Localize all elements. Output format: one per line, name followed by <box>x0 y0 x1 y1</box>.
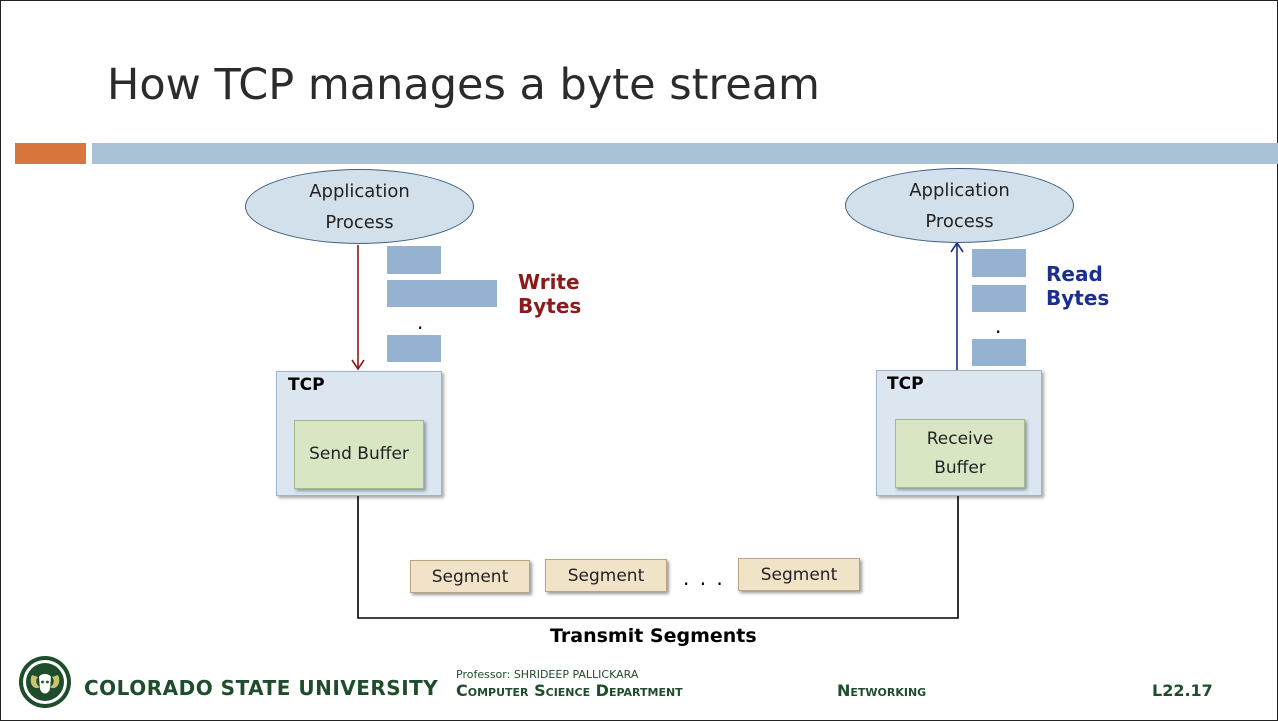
course-name: Networking <box>837 681 927 700</box>
write-bytes-line1: Write <box>518 270 580 294</box>
segment-box: Segment <box>738 558 860 591</box>
write-bytes-label: Write Bytes <box>518 270 581 318</box>
receiver-tcp-label: TCP <box>887 374 924 394</box>
title-accent-bar-blue <box>92 143 1278 164</box>
send-buffer: Send Buffer <box>294 420 424 489</box>
sender-tcp-label: TCP <box>288 375 325 395</box>
segment-box: Segment <box>545 559 667 592</box>
sender-application-process: Application Process <box>245 169 474 244</box>
read-byte-block <box>972 339 1026 366</box>
receive-buffer-line1: Receive <box>926 428 994 449</box>
transmit-path <box>357 496 959 619</box>
segment-box: Segment <box>410 560 530 593</box>
sender-process-line2: Process <box>325 211 394 233</box>
write-bytes-line2: Bytes <box>518 294 582 318</box>
read-arrowhead <box>950 241 964 253</box>
write-byte-block <box>387 246 441 274</box>
read-byte-block <box>972 285 1026 312</box>
receiver-process-line1: Application <box>909 179 1010 201</box>
transmit-segments-label: Transmit Segments <box>550 625 757 647</box>
write-byte-block <box>387 335 441 362</box>
read-bytes-line2: Bytes <box>1046 286 1110 310</box>
read-bytes-label: Read Bytes <box>1046 262 1109 310</box>
send-buffer-label: Send Buffer <box>309 444 409 464</box>
read-bytes-line1: Read <box>1046 262 1103 286</box>
sender-process-line1: Application <box>309 180 410 202</box>
professor-name: Professor: SHRIDEEP PALLICKARA <box>456 668 639 681</box>
write-arrowhead <box>351 359 365 371</box>
slide-title: How TCP manages a byte stream <box>107 60 820 110</box>
title-accent-bar-orange <box>15 143 86 164</box>
receive-buffer: Receive Buffer <box>895 419 1025 488</box>
department-name: Computer Science Department <box>456 681 683 700</box>
receive-buffer-line2: Buffer <box>934 457 986 478</box>
receiver-process-line2: Process <box>925 210 994 232</box>
write-byte-block <box>387 280 497 307</box>
slide-number: L22.17 <box>1152 681 1213 700</box>
receiver-application-process: Application Process <box>845 168 1074 243</box>
segments-ellipsis: . . . <box>683 566 725 590</box>
university-name: COLORADO STATE UNIVERSITY <box>84 676 439 700</box>
read-byte-dot: . <box>995 314 1002 338</box>
csu-ram-logo-icon <box>19 656 71 708</box>
read-byte-block <box>972 249 1026 277</box>
write-byte-dot: . <box>417 310 424 334</box>
